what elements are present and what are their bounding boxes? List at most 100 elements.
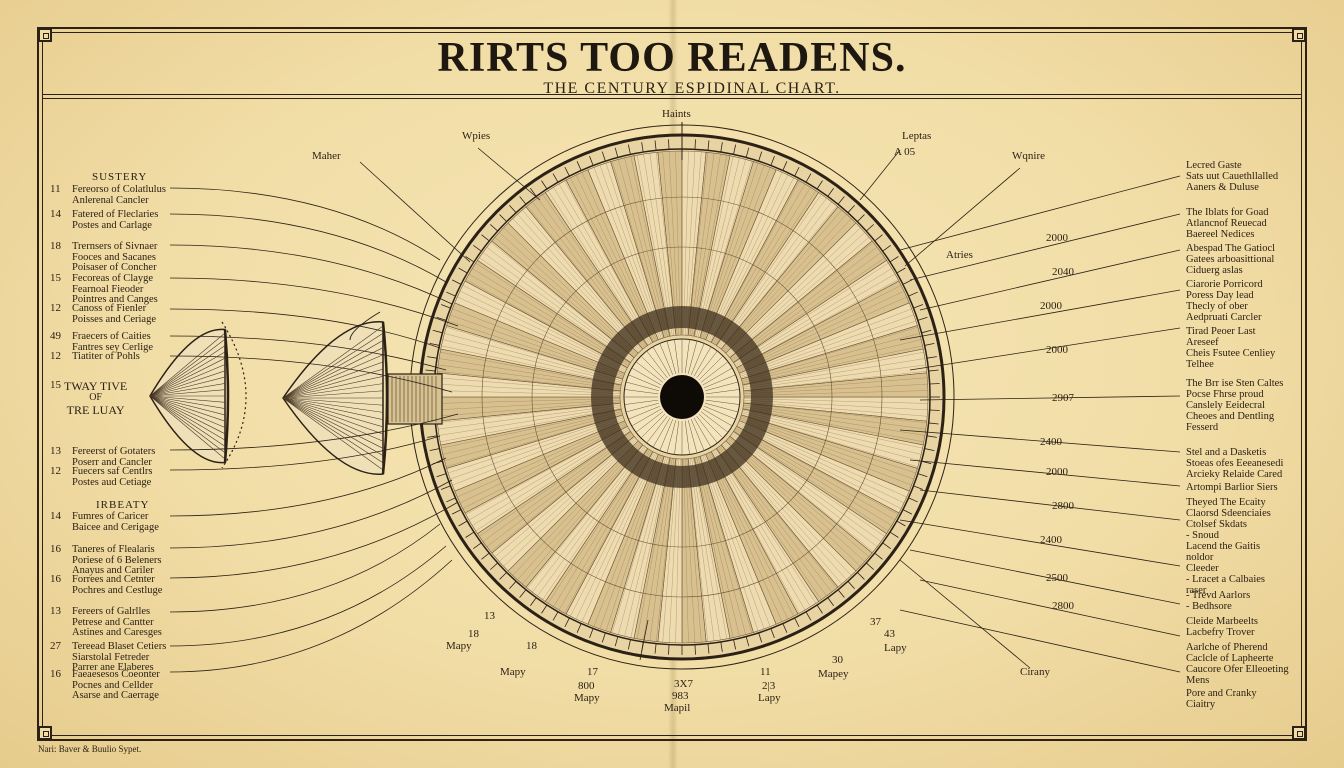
left-leader	[169, 559, 453, 673]
ring-tick	[889, 531, 899, 538]
right-row-text: - Snoud	[1186, 530, 1219, 541]
ring-tick	[913, 485, 924, 490]
left-heading-bottom: IRBEATY	[96, 499, 150, 511]
core-ray	[693, 346, 712, 377]
ring-tick	[902, 279, 913, 285]
hatch-line	[742, 411, 922, 455]
hatch-line	[726, 439, 861, 567]
hatch-line	[705, 454, 777, 625]
right-row-value: 2000	[1046, 466, 1068, 478]
hatch-line	[739, 308, 912, 375]
hatch-line	[718, 447, 827, 597]
ring-tick	[857, 572, 865, 580]
ring-tick	[564, 166, 570, 177]
hatch-line	[472, 429, 630, 526]
left-row-text: Fatered of Fleclaries	[72, 209, 159, 220]
hatch-line	[716, 447, 822, 600]
ring-tick	[805, 173, 812, 183]
hatch-line	[715, 448, 817, 604]
left-lens-ray	[149, 389, 226, 397]
hatch-line	[522, 444, 642, 585]
ring-tick	[758, 632, 763, 643]
ring-tick	[490, 224, 498, 232]
right-row-text: - Trevd Aarlors	[1186, 590, 1251, 601]
hatch-line	[743, 383, 928, 394]
ring-tick	[928, 369, 939, 372]
right-leader	[899, 609, 1181, 673]
ring-tick	[917, 473, 928, 478]
middle-lens-ray	[282, 354, 384, 399]
ring-tick	[499, 214, 507, 222]
right-row-text: Caclcle of Lapheerte	[1186, 653, 1274, 664]
corner-ornament	[38, 726, 52, 740]
right-row-text: Cheis Fsutee Cenliey	[1186, 348, 1276, 359]
hatch-line	[725, 440, 857, 572]
ring-tick	[668, 139, 670, 150]
right-row-value: 2000	[1046, 232, 1068, 244]
core-ray	[635, 411, 664, 433]
hatch-line	[553, 187, 650, 345]
ring-tick	[816, 604, 823, 614]
core-ray	[631, 408, 662, 427]
hatch-line	[691, 458, 721, 640]
ring-tick	[847, 581, 855, 589]
ring-tick	[440, 304, 451, 309]
hatch-line	[447, 320, 624, 379]
right-row-text: Lecred Gaste	[1186, 160, 1242, 171]
ring-tick	[654, 140, 657, 151]
left-row-text: Forrees and Cetnter	[72, 574, 155, 585]
left-row-text: Fraecers of Caities	[72, 331, 151, 342]
left-row-number: 12	[50, 465, 61, 477]
left-row-text: Pocnes and Cellder	[72, 679, 154, 691]
middle-lens-ray	[282, 340, 384, 399]
core-ray	[700, 411, 729, 433]
hatch-line	[649, 153, 675, 336]
left-lens-ray	[149, 395, 226, 460]
hatch-line	[683, 151, 689, 336]
hatch-line	[436, 390, 621, 396]
ring-tick	[928, 422, 939, 425]
ring-tick	[490, 562, 498, 570]
ring-tick	[589, 628, 594, 639]
hatch-line	[737, 424, 902, 509]
hatch-line	[730, 435, 874, 552]
bottom-label-mapy: Mapy	[500, 666, 526, 678]
left-row-text: Astines and Caresges	[72, 627, 162, 638]
guide-circle	[531, 246, 833, 548]
core-ray	[693, 417, 712, 448]
ring-tick	[889, 256, 899, 263]
hatch-line	[689, 153, 715, 336]
top-leader	[859, 149, 901, 201]
hatch-line	[691, 154, 721, 336]
ring-tick	[902, 509, 913, 515]
left-lens-ray	[149, 395, 226, 428]
hatch-line	[743, 377, 928, 393]
hatch-line	[462, 424, 627, 509]
right-row-text: Caucore Ofer Elleoeting	[1186, 664, 1289, 675]
hatch-line	[564, 451, 653, 614]
left-row-text: Poisaser of Concher	[72, 262, 157, 273]
hatch-line	[436, 383, 621, 394]
right-leader	[899, 519, 1181, 567]
hatch-line	[439, 406, 621, 436]
bottom-label-mapil: Mapil	[664, 702, 691, 714]
ring-tick	[440, 485, 451, 490]
left-row-text: Fuecers saf Centlrs	[72, 466, 153, 477]
left-row-text: Faeaesesos Coeonter	[72, 669, 160, 680]
ring-tick	[481, 234, 490, 242]
hatch-line	[711, 180, 800, 343]
ring-tick	[837, 196, 845, 205]
ring-tick	[601, 151, 606, 162]
right-row-value: 2907	[1052, 392, 1074, 404]
left-row-number: 12	[50, 302, 61, 314]
hatch-line	[447, 415, 624, 474]
title-rule	[42, 98, 1302, 99]
ring-tick	[564, 617, 570, 628]
left-leader	[169, 308, 441, 349]
hatch-line	[437, 371, 621, 391]
hatch-line	[696, 157, 740, 337]
ring-tick	[794, 166, 800, 177]
left-lens-ray	[149, 395, 226, 441]
bottom-num: 30	[832, 654, 843, 666]
ring-tick	[465, 531, 475, 538]
